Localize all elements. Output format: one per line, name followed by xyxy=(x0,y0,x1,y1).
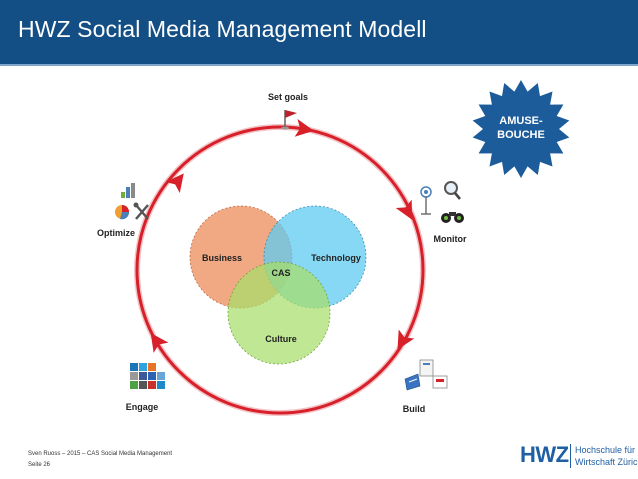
social-grid-icon xyxy=(130,363,165,389)
badge-line-2: BOUCHE xyxy=(497,129,545,141)
step-label-set-goals: Set goals xyxy=(268,92,308,102)
cycle-arrow-optimize xyxy=(165,173,184,194)
footer-author: Sven Ruoss – 2015 – CAS Social Media Man… xyxy=(28,451,173,457)
logo-divider xyxy=(570,444,571,468)
satellite-icon xyxy=(420,186,432,215)
logo-line-1: Hochschule für xyxy=(575,445,636,455)
pie-chart-icon xyxy=(115,205,130,220)
cycle-arrow-monitor xyxy=(395,199,413,220)
cycle-arrow-set-goals xyxy=(294,119,314,137)
tools-icon xyxy=(404,359,448,391)
venn-diagram: Business Technology CAS Culture xyxy=(189,205,367,365)
step-label-monitor: Monitor xyxy=(434,234,467,244)
magnifier-icon xyxy=(444,181,461,200)
venn-circle-culture xyxy=(227,261,331,365)
step-label-engage: Engage xyxy=(126,402,159,412)
venn-label-business: Business xyxy=(202,253,242,263)
venn-label-center: CAS xyxy=(271,268,290,278)
step-label-build: Build xyxy=(403,404,426,414)
venn-label-technology: Technology xyxy=(311,253,361,263)
logo-line-2: Wirtschaft Zürich xyxy=(575,457,638,467)
page-title: HWZ Social Media Management Modell xyxy=(18,16,427,42)
cycle-arrow-engage xyxy=(150,332,169,353)
amuse-bouche-badge: AMUSE- BOUCHE xyxy=(472,80,570,178)
bar-chart-icon xyxy=(121,183,135,198)
venn-label-culture: Culture xyxy=(265,334,297,344)
hwz-logo: HWZ Hochschule für Wirtschaft Zürich xyxy=(520,440,638,474)
logo-mark: HWZ xyxy=(520,442,569,467)
header-divider xyxy=(0,64,638,66)
smm-cycle-diagram: Business Technology CAS Culture Set goal… xyxy=(97,80,570,416)
badge-line-1: AMUSE- xyxy=(499,115,543,127)
footer-page-number: Seite 26 xyxy=(28,462,51,468)
binoculars-icon xyxy=(441,212,464,223)
cycle-arrow-build xyxy=(397,329,415,350)
header-bar: HWZ Social Media Management Modell xyxy=(0,0,638,64)
wrench-icon xyxy=(133,202,149,220)
step-label-optimize: Optimize xyxy=(97,228,135,238)
flag-icon xyxy=(281,110,297,130)
cycle-ring xyxy=(134,124,426,416)
